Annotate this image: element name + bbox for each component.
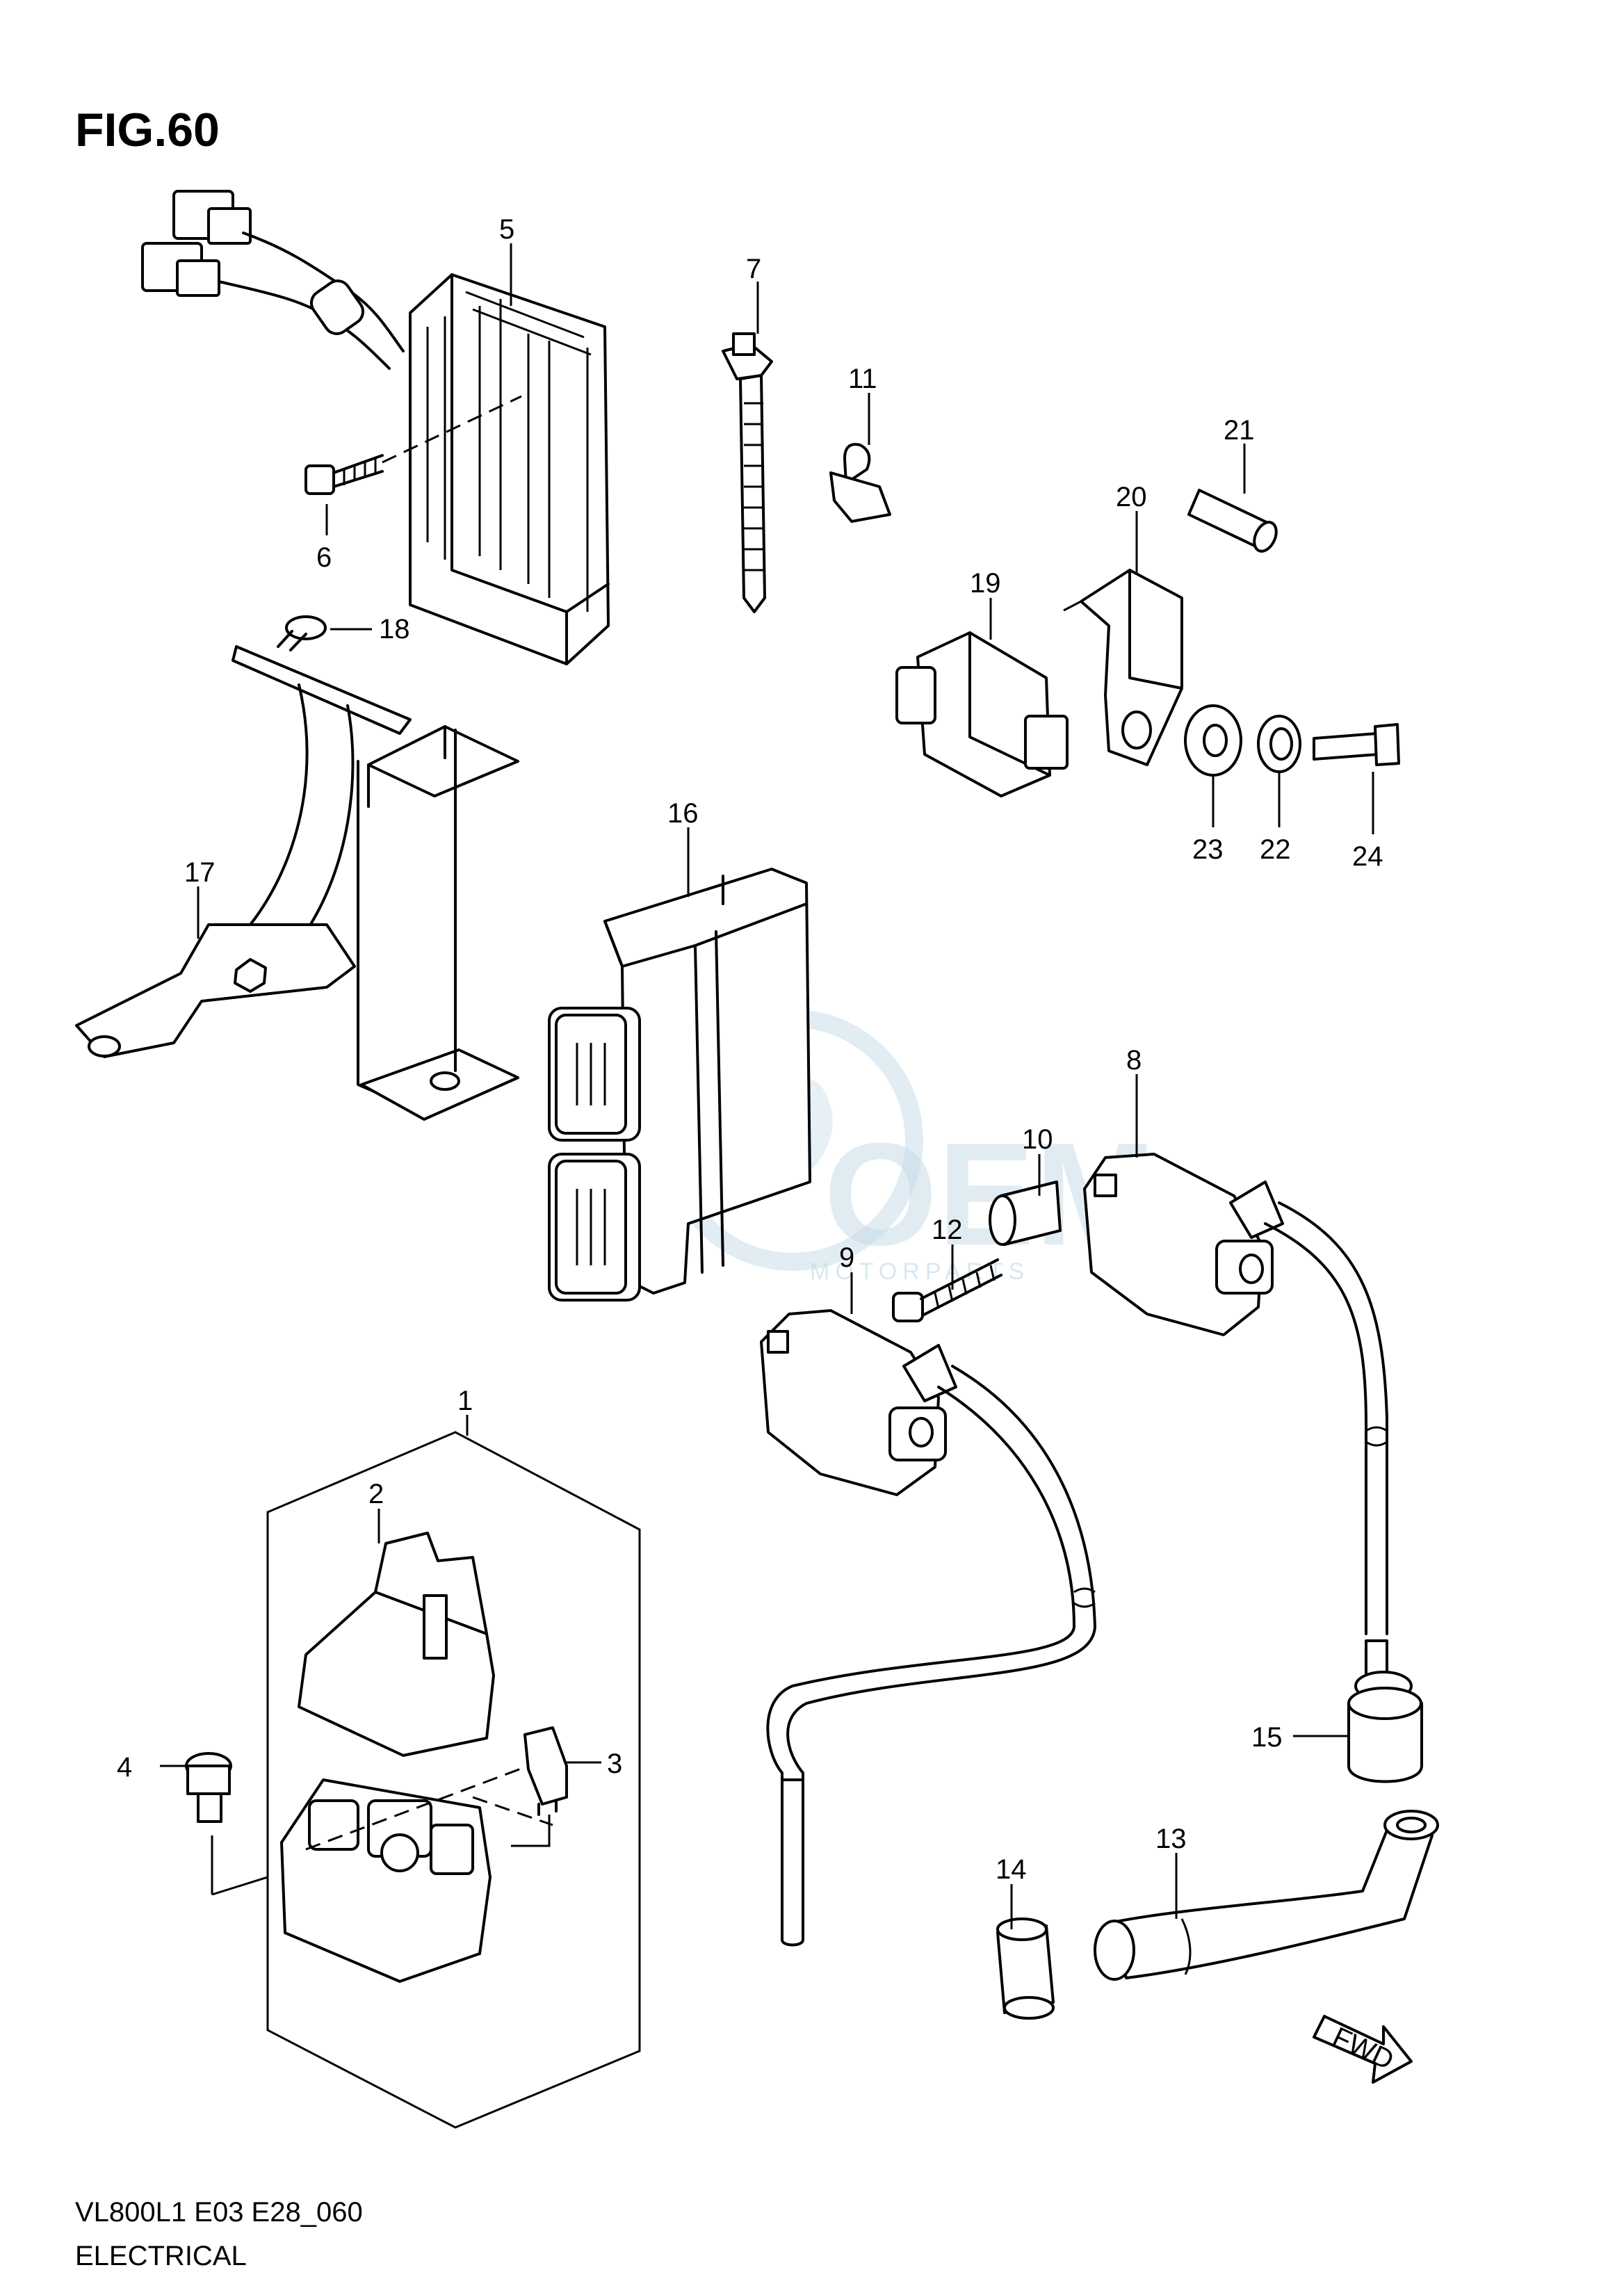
cushion-icon[interactable]	[1184, 704, 1242, 777]
footer-model-line: VL800L1 E03 E28_060	[75, 2197, 363, 2228]
regulator-rectifier-icon[interactable]	[141, 190, 610, 665]
ecm-icon[interactable]	[548, 868, 811, 1301]
callout-7: 7	[746, 254, 761, 284]
cable-tie-icon[interactable]	[722, 332, 773, 613]
fuse-icon[interactable]	[523, 1726, 568, 1816]
spacer-icon-10[interactable]	[989, 1181, 1062, 1246]
callout-20: 20	[1116, 482, 1147, 512]
callout-11: 11	[848, 364, 877, 394]
cap-cover-icon[interactable]	[996, 1917, 1055, 2020]
screw-icon[interactable]	[304, 395, 522, 495]
fwd-arrow-icon: FWD	[1313, 2015, 1413, 2084]
callout-15: 15	[1251, 1722, 1283, 1753]
callout-8: 8	[1126, 1045, 1142, 1076]
fwd-label: FWD	[1328, 2022, 1398, 2076]
bolt-icon-4[interactable]	[185, 1752, 232, 1823]
callout-19: 19	[970, 568, 1001, 599]
bracket-icon[interactable]	[75, 645, 519, 1121]
washer-icon[interactable]	[1257, 715, 1301, 773]
sensor-icon[interactable]	[895, 631, 1069, 797]
figure-title: FIG.60	[75, 104, 220, 156]
starter-relay-assy-icon[interactable]	[266, 1431, 641, 2129]
callout-10: 10	[1022, 1124, 1053, 1155]
callout-3: 3	[607, 1749, 622, 1779]
callout-leaders	[160, 243, 1374, 1929]
callout-18: 18	[379, 614, 410, 644]
bolt-icon-24[interactable]	[1313, 723, 1400, 766]
bolt-icon-12[interactable]	[892, 1258, 1002, 1322]
callout-5: 5	[499, 214, 514, 245]
footer-section: ELECTRICAL	[75, 2241, 247, 2271]
relay-cover-icon[interactable]	[298, 1532, 495, 1757]
callout-16: 16	[667, 798, 699, 829]
callout-6: 6	[316, 542, 332, 573]
ignition-coil-icon-8[interactable]	[1083, 1153, 1388, 1724]
callout-23: 23	[1192, 834, 1224, 865]
grommet-icon[interactable]	[1347, 1671, 1423, 1783]
ignition-coil-icon-9[interactable]	[760, 1309, 1096, 1947]
callout-14: 14	[996, 1854, 1027, 1885]
clamp-icon[interactable]	[829, 443, 891, 523]
callout-22: 22	[1260, 834, 1291, 865]
callout-4: 4	[117, 1752, 132, 1783]
callout-9: 9	[839, 1242, 854, 1273]
screw-icon-18[interactable]	[277, 615, 327, 651]
relay-base-icon[interactable]	[280, 1778, 492, 1983]
callout-21: 21	[1224, 415, 1255, 446]
callout-24: 24	[1352, 841, 1383, 872]
sensor-bracket-icon[interactable]	[1063, 569, 1183, 766]
callout-2: 2	[368, 1479, 384, 1509]
callout-12: 12	[932, 1215, 963, 1245]
callout-1: 1	[457, 1386, 473, 1416]
callout-17: 17	[184, 857, 216, 888]
callout-13: 13	[1155, 1824, 1187, 1854]
plug-cap-icon[interactable]	[1094, 1810, 1439, 1981]
spacer-icon[interactable]	[1187, 489, 1281, 555]
